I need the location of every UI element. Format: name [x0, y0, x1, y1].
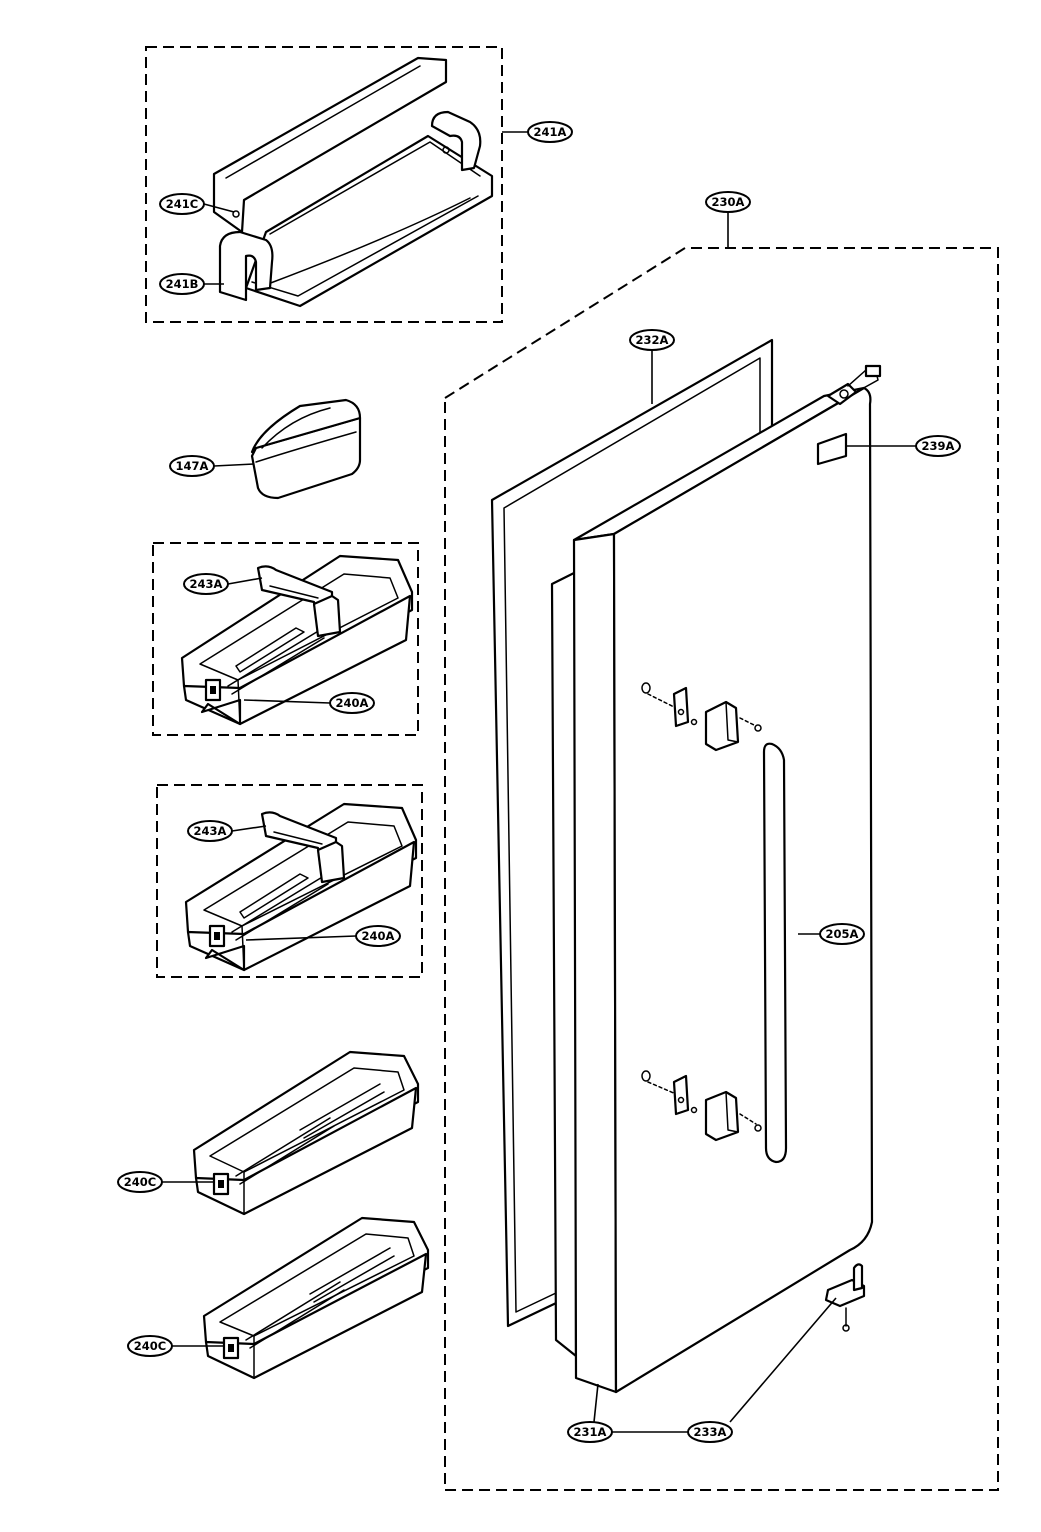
callout-240C-upper: 240C	[117, 1171, 163, 1193]
callout-label: 240A	[336, 696, 369, 710]
callout-label: 205A	[826, 927, 859, 941]
part-240A-bin-upper	[180, 554, 414, 726]
callout-label: 241B	[166, 277, 199, 291]
callout-240A-upper: 240A	[329, 692, 375, 714]
callout-240C-lower: 240C	[127, 1335, 173, 1357]
part-240C-bin-lower	[202, 1216, 430, 1380]
callout-label: 243A	[194, 824, 227, 838]
callout-232A: 232A	[629, 329, 675, 351]
callout-205A: 205A	[819, 923, 865, 945]
callout-243A-lower: 243A	[187, 820, 233, 842]
callout-label: 231A	[574, 1425, 607, 1439]
callout-241B: 241B	[159, 273, 205, 295]
callout-label: 239A	[922, 439, 955, 453]
part-231A-door	[550, 364, 882, 1394]
group-box-241A	[145, 46, 503, 323]
callout-label: 241C	[166, 197, 198, 211]
callout-label: 241A	[534, 125, 567, 139]
callout-label: 233A	[694, 1425, 727, 1439]
part-240C-bin-upper	[192, 1050, 420, 1216]
callout-231A: 231A	[567, 1421, 613, 1443]
leader-lines	[162, 131, 916, 1433]
callout-240A-lower: 240A	[355, 925, 401, 947]
callout-233A: 233A	[687, 1421, 733, 1443]
group-box-230A	[444, 247, 999, 1491]
callout-230A: 230A	[705, 191, 751, 213]
group-box-240A-lower	[156, 784, 423, 978]
part-240A-bin-lower	[184, 802, 418, 972]
part-147A-cup	[250, 398, 362, 500]
callout-label: 240C	[134, 1339, 166, 1353]
callout-241A: 241A	[527, 121, 573, 143]
part-233A-hinge	[824, 1263, 866, 1332]
callout-label: 240C	[124, 1175, 156, 1189]
callout-label: 230A	[712, 195, 745, 209]
callout-label: 232A	[636, 333, 669, 347]
group-box-240A-upper	[152, 542, 419, 736]
callout-239A: 239A	[915, 435, 961, 457]
callout-label: 240A	[362, 929, 395, 943]
callout-241C: 241C	[159, 193, 205, 215]
callout-147A: 147A	[169, 455, 215, 477]
callout-243A-upper: 243A	[183, 573, 229, 595]
part-241A-shelf	[212, 56, 494, 308]
callout-label: 243A	[190, 577, 223, 591]
callout-label: 147A	[176, 459, 209, 473]
part-205A-handle	[641, 682, 788, 1164]
